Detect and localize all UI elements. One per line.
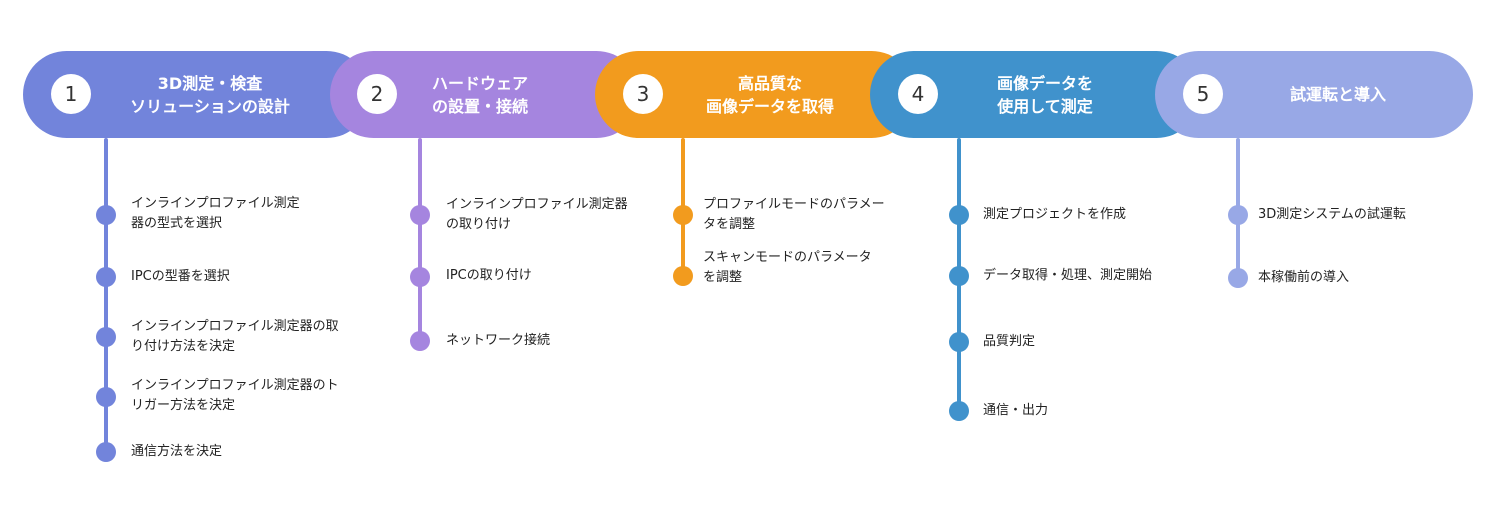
task-item-text-line: 通信・出力 <box>983 403 1049 418</box>
step-3-bullet-dot <box>673 205 693 225</box>
step-4-task-item: 測定プロジェクトを作成 <box>983 205 1126 225</box>
task-item-text-line: IPCの取り付け <box>446 268 532 283</box>
step-1-bullet-dot <box>96 442 116 462</box>
step-4-title: 画像データを使用して測定 <box>925 51 1165 138</box>
task-item-text-line: インラインプロファイル測定 <box>131 196 300 211</box>
step-3-task-item: スキャンモードのパラメータを調整 <box>703 248 872 288</box>
task-item-text-line: インラインプロファイル測定器のト <box>131 378 339 393</box>
step-1-bullet-dot <box>96 205 116 225</box>
step-1-title-line: ソリューションの設計 <box>130 96 290 116</box>
step-5-title: 試運転と導入 <box>1218 51 1458 138</box>
step-4-bullet-dot <box>949 401 969 421</box>
step-3-bullet-dot <box>673 266 693 286</box>
task-item-text-line: 品質判定 <box>983 334 1036 349</box>
step-5-bullet-dot <box>1228 268 1248 288</box>
step-1-bullet-dot <box>96 387 116 407</box>
step-5-task-item: 3D測定システムの試運転 <box>1258 205 1406 225</box>
step-1-task-item: インラインプロファイル測定器のトリガー方法を決定 <box>131 376 339 416</box>
step-1-title: 3D測定・検査ソリューションの設計 <box>90 51 330 138</box>
step-1-title-line: 3D測定・検査 <box>157 73 263 93</box>
step-4-bullet-dot <box>949 205 969 225</box>
step-5-bullet-dot <box>1228 205 1248 225</box>
step-1-connector-line <box>104 138 108 452</box>
step-2-task-item: インラインプロファイル測定器の取り付け <box>446 195 628 235</box>
step-4-title-line: 画像データを <box>996 73 1093 93</box>
step-5-number-badge: 5 <box>1183 74 1223 114</box>
step-1-task-item: インラインプロファイル測定器の取り付け方法を決定 <box>131 317 339 357</box>
task-item-text-line: インラインプロファイル測定器の取 <box>131 319 339 334</box>
step-1-bullet-dot <box>96 327 116 347</box>
step-2-connector-line <box>418 138 422 341</box>
step-5-task-item: 本稼働前の導入 <box>1258 268 1349 288</box>
task-item-text-line: を調整 <box>703 270 743 285</box>
step-4-bullet-dot <box>949 332 969 352</box>
step-4-task-item: データ取得・処理、測定開始 <box>983 266 1152 286</box>
step-2-task-item: ネットワーク接続 <box>446 331 550 351</box>
task-item-text-line: の取り付け <box>446 217 512 232</box>
step-4-number-badge: 4 <box>898 74 938 114</box>
step-5-title-line: 試運転と導入 <box>1289 85 1386 104</box>
task-item-text-line: 通信方法を決定 <box>131 444 223 459</box>
task-item-text-line: リガー方法を決定 <box>131 398 236 413</box>
step-2-title-line: ハードウェア <box>431 73 528 93</box>
step-1-task-item: 通信方法を決定 <box>131 442 222 462</box>
task-item-text-line: 3D測定システムの試運転 <box>1258 207 1406 222</box>
step-3-title-line: 画像データを取得 <box>705 96 834 116</box>
step-2-title-line: の設置・接続 <box>431 96 528 116</box>
task-item-text-line: 本稼働前の導入 <box>1258 270 1350 285</box>
step-1-bullet-dot <box>96 267 116 287</box>
step-5-header: 5 試運転と導入 <box>1155 51 1473 138</box>
task-item-text-line: 測定プロジェクトを作成 <box>983 207 1127 222</box>
step-4-task-item: 通信・出力 <box>983 401 1048 421</box>
step-2-bullet-dot <box>410 205 430 225</box>
step-3-title: 高品質な画像データを取得 <box>650 51 890 138</box>
task-item-text-line: プロファイルモードのパラメー <box>703 197 885 212</box>
step-3-number-badge: 3 <box>623 74 663 114</box>
step-4-title-line: 使用して測定 <box>997 96 1093 116</box>
task-item-text-line: ネットワーク接続 <box>446 333 551 348</box>
task-item-text-line: スキャンモードのパラメータ <box>703 250 872 265</box>
task-item-text-line: 器の型式を選択 <box>131 216 223 231</box>
task-item-text-line: データ取得・処理、測定開始 <box>983 268 1153 283</box>
step-1-task-item: IPCの型番を選択 <box>131 267 230 287</box>
task-item-text-line: インラインプロファイル測定器 <box>446 197 628 212</box>
step-2-task-item: IPCの取り付け <box>446 266 532 286</box>
step-1-task-item: インラインプロファイル測定器の型式を選択 <box>131 194 300 234</box>
step-3-task-item: プロファイルモードのパラメータを調整 <box>703 195 885 235</box>
task-item-text-line: り付け方法を決定 <box>131 339 236 354</box>
step-4-task-item: 品質判定 <box>983 332 1035 352</box>
step-2-title: ハードウェアの設置・接続 <box>360 51 600 138</box>
step-2-bullet-dot <box>410 267 430 287</box>
task-item-text-line: タを調整 <box>703 217 756 232</box>
step-3-title-line: 高品質な <box>737 73 802 93</box>
step-1-number-badge: 1 <box>51 74 91 114</box>
step-4-bullet-dot <box>949 266 969 286</box>
step-2-number-badge: 2 <box>357 74 397 114</box>
step-2-bullet-dot <box>410 331 430 351</box>
task-item-text-line: IPCの型番を選択 <box>131 269 230 284</box>
